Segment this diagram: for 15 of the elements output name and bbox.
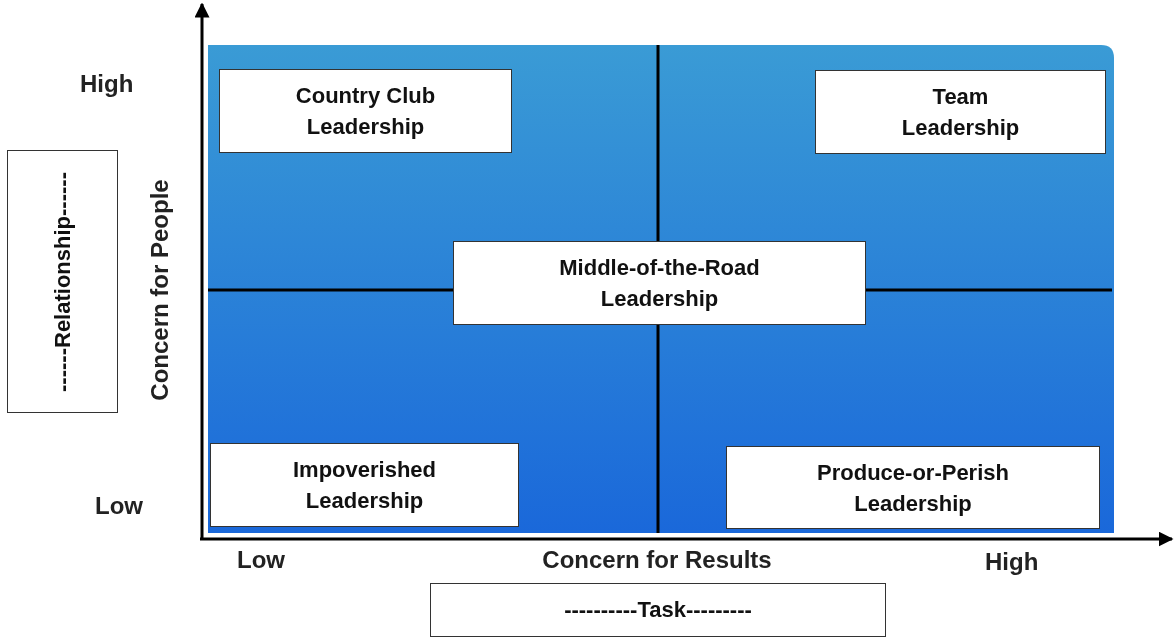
style-box: Team Leadership (815, 70, 1106, 154)
axis-label: Concern for People (146, 179, 174, 401)
axis-title-box (430, 583, 886, 637)
axis-tick-label: High (80, 70, 134, 98)
style-box: Produce-or-Perish Leadership (726, 446, 1100, 529)
axis-tick-label: Low (237, 546, 285, 574)
style-box: Impoverished Leadership (210, 443, 519, 527)
axis-title: ----------Task--------- (564, 597, 752, 623)
axis-tick-label: Low (95, 492, 143, 520)
axis-title: ------Relationship------ (49, 171, 76, 392)
style-box: Middle-of-the-Road Leadership (453, 241, 866, 325)
axis-label: Concern for Results (542, 546, 772, 574)
axis-title-box (7, 150, 118, 413)
style-box: Country Club Leadership (219, 69, 512, 153)
axis-tick-label: High (985, 548, 1039, 576)
